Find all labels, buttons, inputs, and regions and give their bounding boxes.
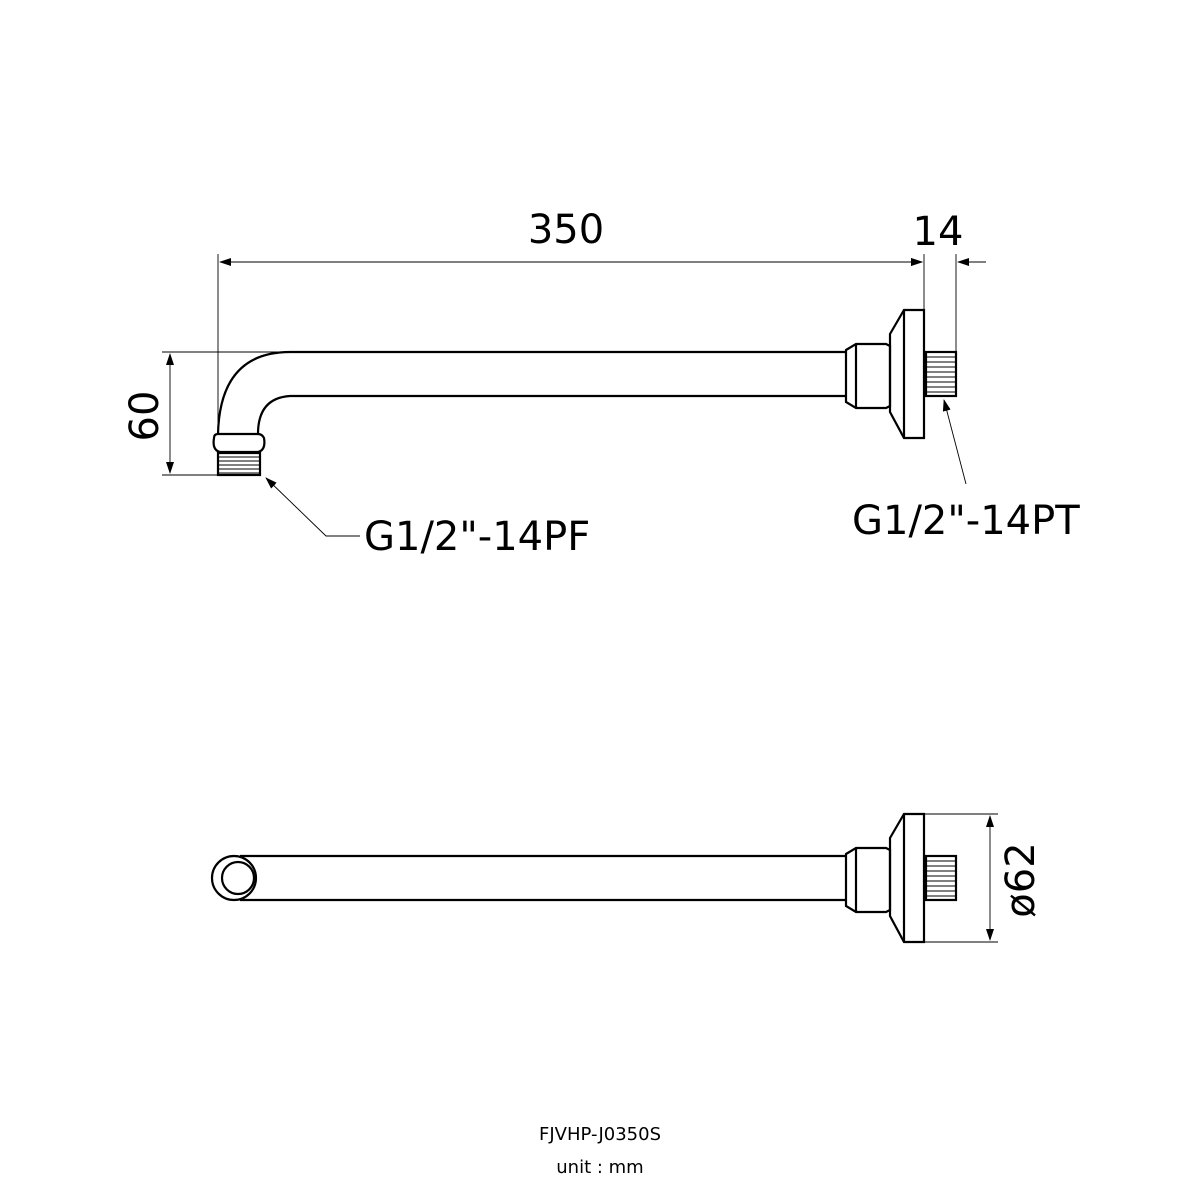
dim-350-label: 350 [528, 207, 604, 253]
unit-label: unit : mm [556, 1157, 644, 1178]
top-escutcheon-flange [888, 812, 926, 944]
escutcheon-inner-ring [844, 342, 892, 410]
outlet-collar [212, 432, 266, 454]
arm-pipe-top-edge [216, 350, 846, 435]
inlet-thread-label: G1/2"-14PT [852, 498, 1080, 544]
escutcheon-flange [888, 308, 926, 440]
top-inlet-thread-lines [926, 860, 956, 897]
top-view: ø62 [210, 812, 1044, 944]
outlet-thread-label: G1/2"-14PF [364, 514, 590, 560]
top-inlet-thread [924, 854, 958, 902]
inlet-thread-leader [942, 399, 967, 485]
arm-pipe-bottom-edge [256, 394, 846, 435]
inlet-thread-lines [926, 356, 956, 393]
outlet-thread-lines [218, 456, 260, 474]
dim-62-label: ø62 [998, 842, 1044, 917]
outlet-thread-leader [265, 477, 360, 537]
outlet-ring-outer [210, 854, 258, 902]
outlet-ring-inner [220, 860, 256, 896]
top-escutcheon-inner-ring [844, 846, 892, 914]
dim-60-label: 60 [122, 391, 168, 442]
side-view: 350 14 60 G1/2"-14PF G1/2"-14PT [122, 207, 1080, 560]
outlet-thread [216, 451, 262, 477]
dim-14-label: 14 [913, 209, 964, 255]
inlet-thread [924, 350, 958, 398]
model-number: FJVHP-J0350S [538, 1124, 661, 1145]
